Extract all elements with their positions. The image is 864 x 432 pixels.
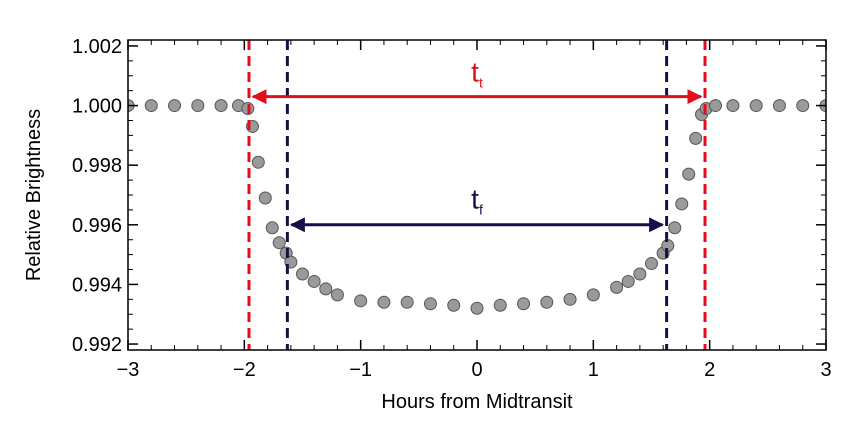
data-point [621,274,635,288]
data-point [749,99,763,113]
duration-label: tf [471,183,483,217]
data-point [307,274,321,288]
data-point [796,99,810,113]
data-point [610,280,624,294]
y-tick-label: 0.996 [72,215,122,237]
data-point [470,301,484,315]
data-point [251,155,265,169]
data-point [586,288,600,302]
y-tick-label: 1.000 [72,96,122,118]
data-point [144,99,158,113]
data-point [645,257,658,271]
data-point [354,294,368,308]
data-point [682,167,696,181]
data-point [423,297,437,311]
x-tick-label: 2 [704,359,715,381]
data-point [272,236,286,250]
data-point [191,99,205,113]
axis-ticks [127,40,827,350]
data-point [400,295,414,309]
data-point [540,295,554,309]
data-point [168,99,182,113]
data-point [493,298,507,312]
y-axis-title: Relative Brightness [23,109,45,281]
y-tick-label: 0.998 [72,155,122,177]
data-point [708,99,722,113]
data-point [296,267,309,281]
data-point [319,282,333,296]
data-point [214,99,228,113]
x-tick-label: −2 [233,359,256,381]
x-tick-label: 1 [588,359,599,381]
data-point [675,197,689,211]
data-point [517,297,531,311]
data-point [447,298,461,312]
data-point [633,267,647,281]
x-tick-label: −1 [349,359,372,381]
data-point [377,295,391,309]
data-point [668,221,682,235]
data-point [563,292,577,306]
data-point [258,191,272,205]
x-tick-label: 0 [471,359,482,381]
data-point [265,221,279,235]
data-point [726,99,740,113]
data-point [330,288,344,302]
data-point [772,99,786,113]
data-point [689,131,703,145]
tick-labels: −3 −2 −1 0 1 2 3 0.992 0.994 0.996 0.998 1.000 1.002 [72,36,832,381]
y-tick-label: 0.994 [72,274,122,296]
y-tick-label: 1.002 [72,36,122,58]
y-tick-label: 0.992 [72,334,122,356]
duration-subscript: f [479,201,483,217]
x-tick-label: −3 [117,359,140,381]
duration-label: tt [471,57,483,91]
x-axis-title: Hours from Midtransit [381,391,573,413]
x-tick-label: 3 [820,359,831,381]
duration-subscript: t [479,75,483,91]
